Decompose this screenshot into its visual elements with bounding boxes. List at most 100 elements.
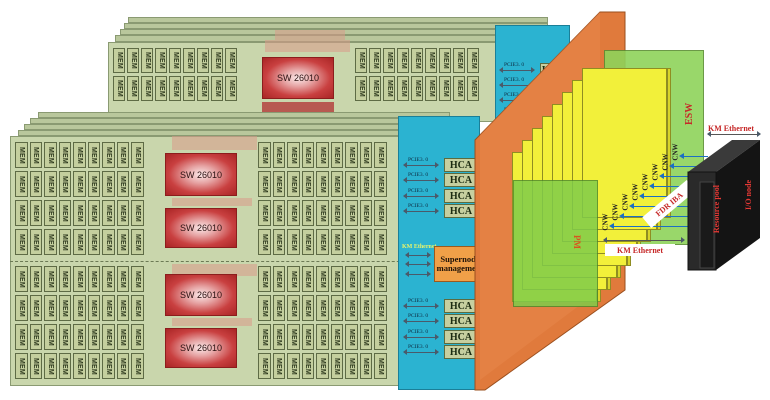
sw26010-chip-4: SW 26010 [165,328,237,368]
fdr-link-arrow [679,152,708,159]
mem-module: MEM [183,76,195,101]
mem-module: MEM [301,142,314,168]
mem-module: MEM [29,229,42,255]
mem-module: MEM [113,76,125,101]
pcie-link-arrow [403,334,439,340]
mem-module: MEM [131,353,144,379]
mem-module: MEM [359,353,372,379]
mem-module: MEM [127,48,139,73]
mem-module: MEM [44,200,57,226]
mem-module: MEM [258,229,271,255]
pcie-label: PCIE3. 0 [408,329,429,335]
mem-module: MEM [102,171,115,197]
mem-module: MEM [374,142,387,168]
mem-module: MEM [359,324,372,350]
mem-module: MEM [359,200,372,226]
mem-module: MEM [211,48,223,73]
km-ethernet-arrow [405,261,431,267]
mem-module: MEM [287,229,300,255]
pcie-link-arrow [403,318,439,324]
mem-module: MEM [44,353,57,379]
mem-module: MEM [301,324,314,350]
mem-module: MEM [316,229,329,255]
mem-module: MEM [425,48,437,73]
mem-module: MEM [44,266,57,292]
mem-module: MEM [383,48,395,73]
mem-module: MEM [211,76,223,101]
mem-module: MEM [287,142,300,168]
mem-module: MEM [155,76,167,101]
mem-module: MEM [116,229,129,255]
mem-module: MEM [359,295,372,321]
supernode-management-label: Supernode management [436,253,484,273]
pcie-link-arrow [403,349,439,355]
sw26010-chip-3: SW 26010 [165,274,237,316]
mem-module: MEM [44,229,57,255]
mem-module: MEM [131,229,144,255]
mem-module: MEM [316,142,329,168]
pcie-label: PCIE3. 0 [408,298,429,304]
mem-module: MEM [374,200,387,226]
chip-label: SW 26010 [179,223,223,233]
mem-module: MEM [102,353,115,379]
mem-module: MEM [87,229,100,255]
pcie-label: PCIE3. 0 [504,77,525,83]
mem-module: MEM [87,295,100,321]
mem-module: MEM [272,353,285,379]
mem-module: MEM [272,200,285,226]
mem-module: MEM [316,324,329,350]
mem-module: MEM [359,229,372,255]
chip-label: SW 26010 [179,343,223,353]
mem-module: MEM [131,295,144,321]
mem-module: MEM [374,266,387,292]
mem-module: MEM [102,266,115,292]
mem-module: MEM [330,200,343,226]
pcie-label: PCIE3. 0 [408,203,429,209]
mem-module: MEM [87,171,100,197]
mem-module: MEM [272,142,285,168]
mem-module: MEM [131,171,144,197]
mem-module: MEM [15,324,28,350]
mem-module: MEM [316,200,329,226]
mem-module: MEM [374,324,387,350]
km-ethernet-right-label: KM Ethernet [708,124,754,133]
chip-label: SW 26010 [276,73,320,83]
mem-module: MEM [345,295,358,321]
mem-module: MEM [102,324,115,350]
km-ethernet-right-arrow [707,131,761,137]
mem-module: MEM [272,324,285,350]
mem-module: MEM [29,171,42,197]
mem-module: MEM [345,353,358,379]
mem-module: MEM [15,353,28,379]
mem-module: MEM [287,200,300,226]
mem-module: MEM [29,295,42,321]
mem-module: MEM [15,266,28,292]
mem-module: MEM [58,200,71,226]
mem-module: MEM [258,266,271,292]
mem-module: MEM [58,266,71,292]
mem-module: MEM [141,76,153,101]
mem-module: MEM [113,48,125,73]
mem-module: MEM [116,353,129,379]
resource-pool-face [699,181,715,269]
mem-module: MEM [287,324,300,350]
mem-module: MEM [397,48,409,73]
mem-module: MEM [330,266,343,292]
mem-module: MEM [301,229,314,255]
mem-module: MEM [197,48,209,73]
mem-module: MEM [141,48,153,73]
km-ethernet-bottom-badge: KM Ethernet [605,244,675,256]
mem-module: MEM [345,229,358,255]
mem-module: MEM [272,295,285,321]
km-ethernet-bottom-arrow [603,237,685,243]
mem-module: MEM [197,76,209,101]
mem-module: MEM [116,266,129,292]
mem-module: MEM [58,229,71,255]
mem-module: MEM [169,76,181,101]
mem-module: MEM [225,76,237,101]
mem-module: MEM [369,76,381,101]
mem-module: MEM [330,229,343,255]
mem-module: MEM [301,266,314,292]
mem-module: MEM [58,142,71,168]
mem-module: MEM [116,171,129,197]
